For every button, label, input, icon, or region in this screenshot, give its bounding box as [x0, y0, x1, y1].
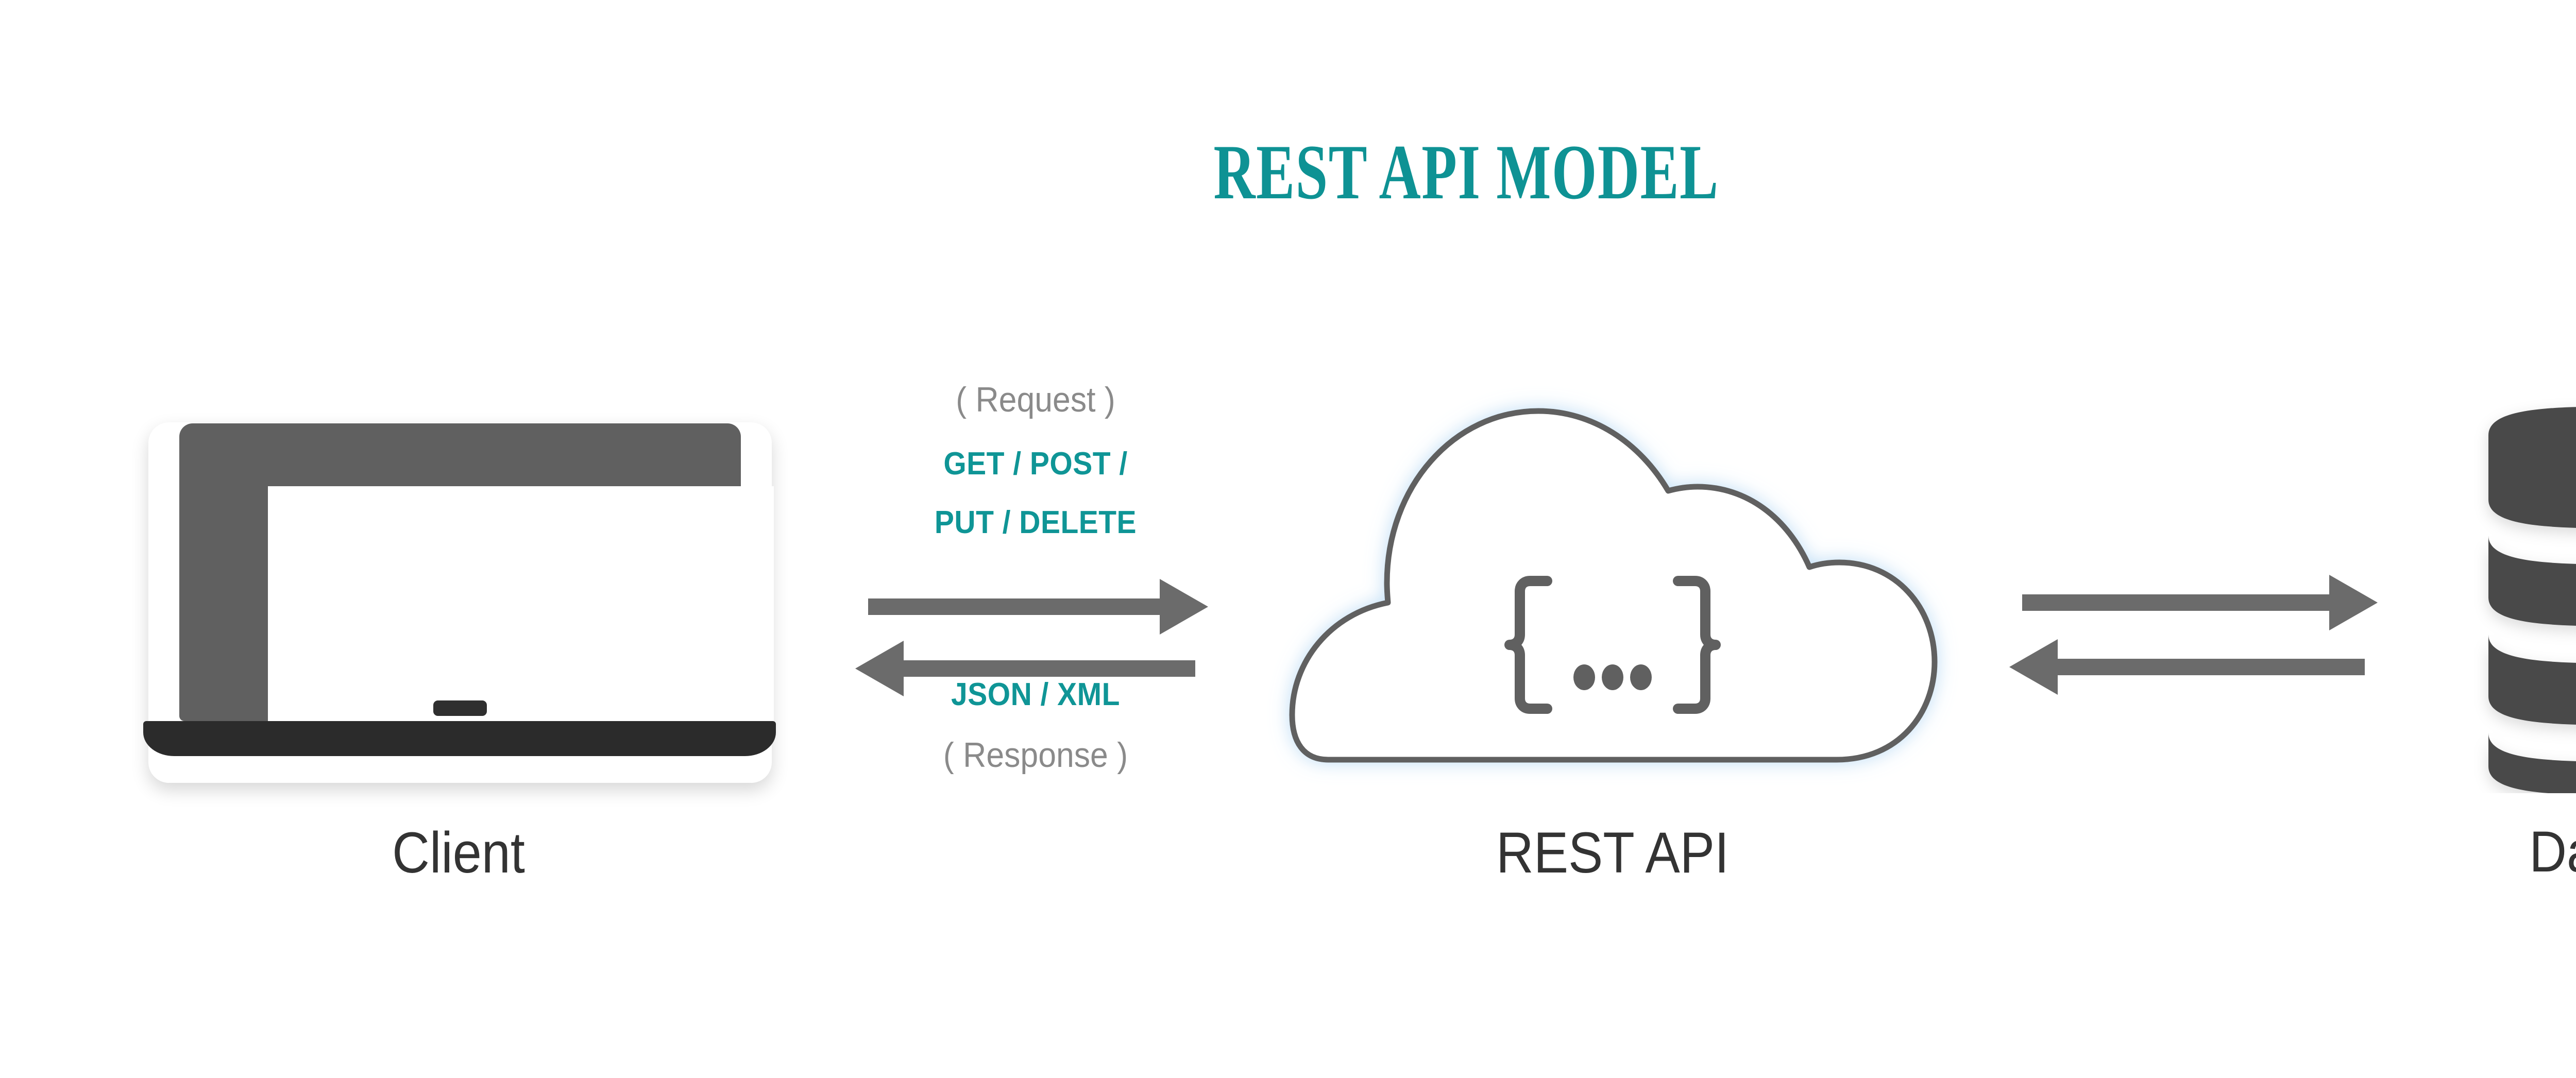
database-node [2452, 381, 2576, 795]
client-node [118, 391, 799, 783]
client-label: Client [392, 820, 525, 885]
laptop-screen [268, 486, 774, 723]
rest-api-label: REST API [1496, 820, 1729, 885]
response-paren-label: ( Response ) [943, 735, 1128, 775]
cloud-icon [1289, 408, 1938, 763]
laptop-trackpad-notch [433, 700, 487, 716]
ellipsis-dots [1573, 664, 1652, 690]
json-braces-glyph [1504, 576, 1721, 714]
rest-api-node [1252, 381, 1973, 793]
arrow-api-to-database [2022, 575, 2378, 630]
arrow-database-to-api [2009, 639, 2365, 695]
client-api-flow-labels: ( Request ) GET / POST / PUT / DELETE JS… [824, 371, 1247, 793]
database-label: Database [2529, 819, 2576, 884]
laptop-lid [179, 423, 774, 723]
arrow-client-to-api [868, 579, 1208, 635]
response-format-label: JSON / XML [951, 677, 1120, 712]
request-methods-line-2: PUT / DELETE [934, 505, 1137, 540]
arrow-api-to-client [855, 641, 1195, 696]
laptop-base [143, 721, 776, 756]
request-methods-line-1: GET / POST / [943, 446, 1128, 482]
page-title: REST API MODEL [1213, 129, 1719, 215]
request-paren-label: ( Request ) [956, 380, 1115, 419]
database-cylinder-icon [2488, 407, 2576, 795]
